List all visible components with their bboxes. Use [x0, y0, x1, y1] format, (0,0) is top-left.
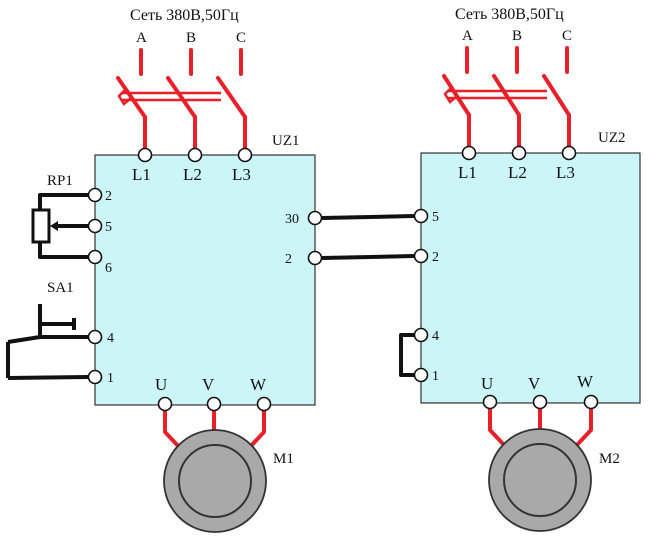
uz2-pin-4-node [413, 327, 429, 343]
switch-sa1-label: SA1 [47, 280, 74, 296]
uz2-pin-2-node [413, 248, 429, 264]
phase-b-right: B [512, 28, 522, 44]
uz1-l2-node [187, 147, 203, 163]
uz2-output-u: U [481, 374, 493, 393]
potentiometer-rp1 [31, 193, 88, 259]
uz1-left-terminals [87, 187, 103, 385]
inverter-uz1 [94, 154, 316, 406]
uz2-output-w: W [577, 372, 594, 391]
uz2-v-node [532, 394, 548, 410]
uz1-input-l1: L1 [132, 165, 151, 184]
uz2-l3-node [561, 145, 577, 161]
motor-m1-label: M1 [273, 451, 294, 467]
uz2-input-l3: L3 [556, 163, 575, 182]
uz2-l1-node [461, 145, 477, 161]
uz2-w-node [583, 394, 599, 410]
jumper-uz2-4-1 [399, 333, 414, 377]
phase-b-left: B [186, 30, 196, 46]
uz1-output-u: U [155, 375, 167, 394]
uz1-pin-2-right-node [307, 250, 323, 266]
uz1-input-l3: L3 [232, 165, 251, 184]
uz1-pin-5: 5 [105, 220, 112, 235]
uz2-input-l2: L2 [508, 163, 527, 182]
uz1-l1-node [137, 147, 153, 163]
uz2-pin-5-node [413, 208, 429, 224]
uz2-output-v: V [528, 374, 541, 393]
link-wire-2-2 [321, 254, 415, 260]
potentiometer-rp1-label: RP1 [47, 173, 73, 189]
uz1-pin-1-node [87, 369, 103, 385]
uz2-l2-node [511, 145, 527, 161]
uz2-input-l1: L1 [458, 163, 477, 182]
uz1-pin-2: 2 [105, 189, 112, 204]
motor-m1 [163, 429, 267, 533]
phase-a-left: A [136, 30, 147, 46]
uz1-v-node [206, 396, 222, 412]
uz1-pin-1: 1 [107, 371, 114, 386]
phase-c-right: C [562, 28, 572, 44]
uz1-pin-4-node [87, 329, 103, 345]
uz2-pin-1-node [413, 367, 429, 383]
uz1-input-l2: L2 [183, 165, 202, 184]
inverter-uz2 [420, 152, 641, 404]
supply-label-right: Сеть 380В,50Гц [455, 6, 564, 23]
motor-m2 [488, 428, 592, 532]
supply-label-left: Сеть 380В,50Гц [130, 7, 239, 24]
uz2-u-node [482, 394, 498, 410]
uz1-w-node [256, 396, 272, 412]
uz1-pin-30: 30 [285, 212, 299, 227]
link-wire-30-5 [321, 214, 415, 220]
inverter-uz1-label: UZ1 [272, 133, 300, 149]
phase-c-left: C [236, 30, 246, 46]
uz1-u-node [157, 396, 173, 412]
uz1-pin-5-node [87, 218, 103, 234]
breaker-right [442, 46, 571, 148]
uz1-output-v: V [202, 375, 215, 394]
breaker-left [116, 48, 247, 150]
uz1-output-w: W [250, 375, 267, 394]
uz1-pin-2-right: 2 [285, 252, 292, 267]
inverter-uz2-label: UZ2 [598, 130, 626, 146]
uz1-pin-30-node [307, 210, 323, 226]
uz2-pin-5: 5 [432, 210, 439, 225]
switch-sa1 [6, 304, 89, 380]
uz1-pin-2-node [87, 187, 103, 203]
uz2-pin-4: 4 [432, 329, 439, 344]
uz1-l3-node [237, 147, 253, 163]
uz2-pin-2: 2 [432, 250, 439, 265]
motor-m2-label: M2 [599, 451, 620, 467]
uz1-pin-6-node [87, 249, 103, 265]
uz1-pin-6: 6 [105, 261, 112, 276]
uz2-pin-1: 1 [432, 369, 439, 384]
phase-a-right: A [462, 28, 473, 44]
uz1-pin-4: 4 [107, 331, 114, 346]
